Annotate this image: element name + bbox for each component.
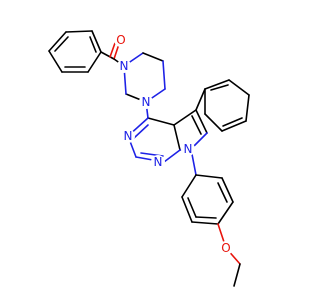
atom-pyrimidine-n3: N [151,155,165,169]
atom-pyrimidine-n1: N [121,129,135,143]
molecule-structure: O N N N N N O [48,30,250,287]
ether-oxygen-label: O [221,241,230,255]
pyrimidine-n1-label: N [124,129,133,143]
piperazine-n4-label: N [142,95,151,109]
carbonyl-oxygen-label: O [116,33,125,47]
pyrimidine-n3-label: N [154,155,163,169]
benzoyl-phenyl-ring [48,30,102,73]
piperazine-n1-label: N [120,59,129,73]
phenyl-ring [195,79,250,132]
atom-piperazine-n4: N [139,95,153,109]
ethoxy-group [217,223,241,287]
atom-pyrrole-n7: N [181,142,195,156]
atom-piperazine-n1: N [117,59,131,73]
pyrrolopyrimidine-core [127,101,208,163]
atom-ether-oxygen: O [219,241,233,255]
ethoxyphenyl-ring [181,148,234,225]
atom-carbonyl-oxygen: O [114,33,128,47]
pyrrole-n7-label: N [184,142,193,156]
